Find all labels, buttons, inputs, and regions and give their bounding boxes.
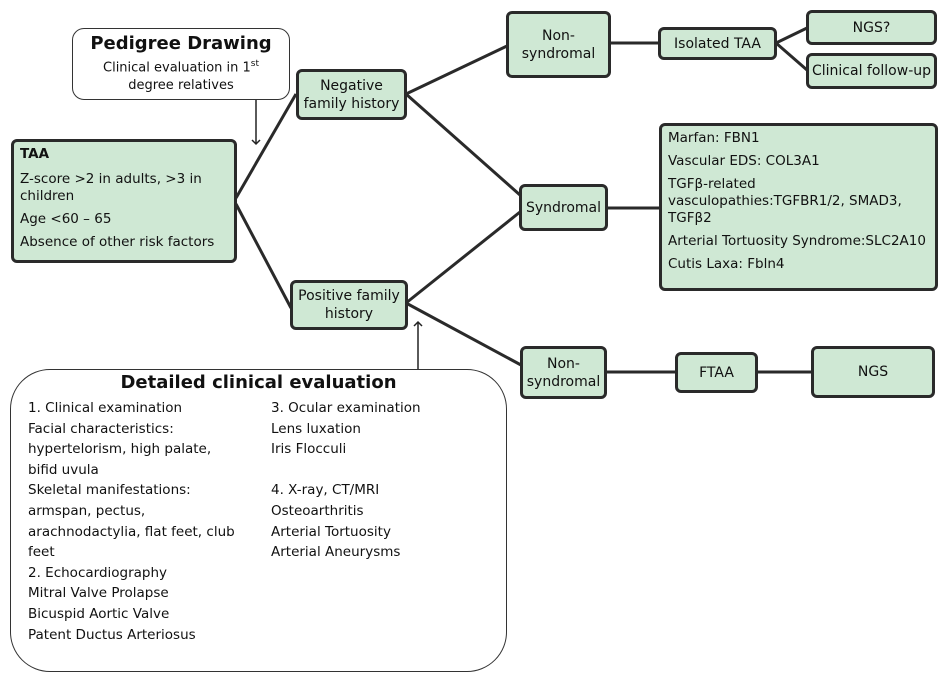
syndromal-label: Syndromal xyxy=(525,199,602,216)
edge-isolated-followup xyxy=(775,41,808,72)
taa-criterion: Age <60 – 65 xyxy=(20,211,112,227)
taa-criterion: Absence of other risk factors xyxy=(20,234,215,250)
edge-negative-nonsyndromal xyxy=(405,44,508,96)
pedigree-superscript: st xyxy=(250,58,259,69)
syndrome-item: TGFβ-related vasculopathies:TGFBR1/2, SM… xyxy=(668,176,902,226)
negative-family-history-box: Negative family history xyxy=(296,69,407,120)
pedigree-line-1: Clinical evaluation in 1st xyxy=(103,55,259,77)
evaluation-title: Detailed clinical evaluation xyxy=(120,372,397,393)
edge-taa-positive xyxy=(234,203,293,309)
evaluation-right-line: Osteoarthritis xyxy=(271,502,364,519)
syndromes-list-box: Marfan: FBN1 Vascular EDS: COL3A1 TGFβ-r… xyxy=(659,123,938,291)
evaluation-left-line: hypertelorism, high palate, xyxy=(28,441,212,458)
pedigree-line-1-text: Clinical evaluation in 1 xyxy=(103,60,251,76)
evaluation-left-line: Facial characteristics: xyxy=(28,420,174,437)
ftaa-label: FTAA xyxy=(699,364,734,381)
clinical-follow-up-label: Clinical follow-up xyxy=(811,63,932,79)
evaluation-left-line: Bicuspid Aortic Valve xyxy=(28,605,170,622)
evaluation-left-line: bifid uvula xyxy=(28,461,99,478)
edge-negative-syndromal xyxy=(405,92,521,197)
detailed-evaluation-box: Detailed clinical evaluation 1. Clinical… xyxy=(10,369,507,672)
negative-history-line: Negative xyxy=(320,77,383,94)
edge-positive-nonsyndromal xyxy=(405,301,522,367)
evaluation-left-line: armspan, pectus, xyxy=(28,502,146,519)
evaluation-left-line: feet xyxy=(28,544,55,561)
non-syndromal-top-box: Non- syndromal xyxy=(506,11,611,78)
ftaa-box: FTAA xyxy=(675,352,758,393)
isolated-taa-label: Isolated TAA xyxy=(674,35,761,52)
evaluation-right-spacer xyxy=(271,460,496,481)
nonsyndromal-bottom-line: syndromal xyxy=(526,373,601,390)
evaluation-right-column: 3. Ocular examination Lens luxation Iris… xyxy=(271,398,496,563)
taa-title: TAA xyxy=(20,146,50,162)
edge-positive-syndromal xyxy=(405,210,521,305)
ngs-label: NGS xyxy=(857,364,889,380)
taa-box: TAA Z-score >2 in adults, >3 in children… xyxy=(11,139,237,263)
evaluation-left-line: 2. Echocardiography xyxy=(28,564,168,581)
evaluation-left-line: Patent Ductus Arteriosus xyxy=(28,626,196,643)
clinical-follow-up-box: Clinical follow-up xyxy=(806,53,937,89)
syndrome-item: Cutis Laxa: Fbln4 xyxy=(668,256,785,272)
evaluation-right-line: 3. Ocular examination xyxy=(271,400,421,416)
pedigree-title: Pedigree Drawing xyxy=(90,32,272,54)
isolated-taa-box: Isolated TAA xyxy=(658,27,777,60)
nonsyndromal-top-line: Non- xyxy=(542,27,575,44)
evaluation-right-line: Iris Flocculi xyxy=(271,441,347,458)
edge-isolated-ngs xyxy=(775,26,808,45)
ngs-question-label: NGS? xyxy=(852,19,891,36)
positive-history-line: history xyxy=(324,306,374,322)
syndrome-item: Vascular EDS: COL3A1 xyxy=(668,153,820,169)
positive-history-line: Positive family xyxy=(298,288,400,304)
evaluation-right-line: Lens luxation xyxy=(271,420,361,437)
evaluation-right-line: Arterial Tortuosity xyxy=(271,523,391,540)
edge-taa-negative xyxy=(234,93,298,199)
syndrome-item: Marfan: FBN1 xyxy=(668,130,760,146)
ngs-box: NGS xyxy=(811,346,935,398)
negative-history-line: family history xyxy=(303,95,400,112)
syndrome-item: Arterial Tortuosity Syndrome:SLC2A10 xyxy=(668,233,926,249)
syndromal-box: Syndromal xyxy=(519,184,608,231)
evaluation-left-line: Mitral Valve Prolapse xyxy=(28,585,169,602)
nonsyndromal-top-line: syndromal xyxy=(521,45,596,62)
ngs-question-box: NGS? xyxy=(806,10,937,45)
taa-criterion: Z-score >2 in adults, >3 in children xyxy=(20,171,202,204)
evaluation-left-column: 1. Clinical examination Facial character… xyxy=(28,398,260,645)
non-syndromal-bottom-box: Non- syndromal xyxy=(520,346,607,399)
evaluation-right-line: Arterial Aneurysms xyxy=(271,544,401,561)
pedigree-drawing-box: Pedigree Drawing Clinical evaluation in … xyxy=(72,28,290,100)
evaluation-left-line: Skeletal manifestations: xyxy=(28,482,191,499)
evaluation-right-line: 4. X-ray, CT/MRI xyxy=(271,482,380,499)
evaluation-left-line: arachnodactylia, flat feet, club xyxy=(28,523,235,540)
nonsyndromal-bottom-line: Non- xyxy=(547,355,580,372)
pedigree-line-2: degree relatives xyxy=(128,78,234,94)
positive-family-history-box: Positive family history xyxy=(290,280,408,330)
evaluation-left-line: 1. Clinical examination xyxy=(28,400,183,416)
